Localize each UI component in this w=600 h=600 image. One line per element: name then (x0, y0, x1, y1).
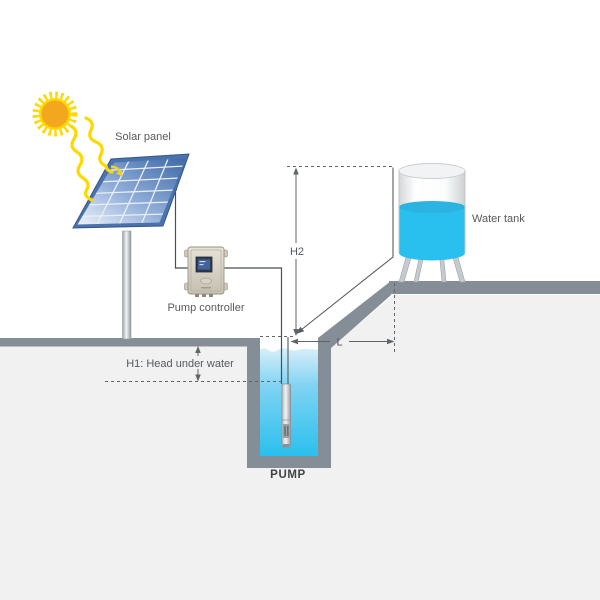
well-bottom-wall (247, 456, 331, 468)
h2-dimension-label: H2 (290, 246, 304, 258)
pump-motor-section (283, 424, 290, 438)
submersible-pump (281, 383, 291, 448)
controller-vent (200, 277, 212, 285)
pump-controller (184, 246, 228, 297)
cabling-and-pipe (173, 167, 394, 384)
tank-outline (398, 171, 466, 253)
panel-hit-arrow (110, 165, 123, 177)
h2-arrow-down (293, 329, 299, 336)
wire-controller-to-pump (224, 267, 283, 384)
well-left-wall (247, 338, 260, 468)
controller-cable-glands (195, 294, 213, 297)
sun-core (41, 100, 69, 128)
pump-label: PUMP (270, 469, 306, 481)
pump-bottom-cap (283, 444, 290, 448)
sun-ray-wavy-right (84, 116, 114, 174)
solar-panel (72, 153, 190, 229)
l-arrow-left (290, 338, 298, 345)
controller-brand-line (201, 287, 211, 289)
terrain (0, 281, 600, 468)
sun-icon (32, 91, 78, 137)
water-tank (398, 163, 466, 283)
l-dimension-label: L (336, 337, 342, 349)
sun-ray-wavy-left (69, 124, 94, 202)
wire-panel-to-controller (174, 189, 188, 269)
ground-slope (318, 281, 391, 349)
tank-water (399, 207, 465, 253)
sun-rays-squiggles (69, 116, 114, 202)
arrowheads (195, 167, 395, 382)
h1-dimension-label: H1: Head under water (126, 358, 234, 370)
solar-panel-label: Solar panel (115, 131, 171, 143)
ground-left-bar (0, 338, 260, 347)
pump-controller-label: Pump controller (167, 302, 244, 314)
pipe-end-arrowhead (296, 326, 305, 334)
panel-pole (122, 230, 132, 340)
h1-arrow-down (195, 374, 201, 382)
ground-upper-bar (389, 281, 600, 294)
l-arrow-right (387, 338, 395, 345)
pipe-to-tank (295, 167, 394, 335)
controller-screen-display (198, 259, 210, 270)
h1-arrow-up (195, 346, 201, 353)
sun-spikes (32, 91, 78, 137)
tank-top (398, 163, 466, 179)
well-right-wall (318, 338, 331, 468)
controller-face-line (190, 249, 222, 292)
annotations (105, 166, 395, 382)
h2-arrow-up (293, 167, 299, 175)
water-tank-label: Water tank (472, 213, 525, 225)
tank-water-surface (399, 201, 465, 213)
